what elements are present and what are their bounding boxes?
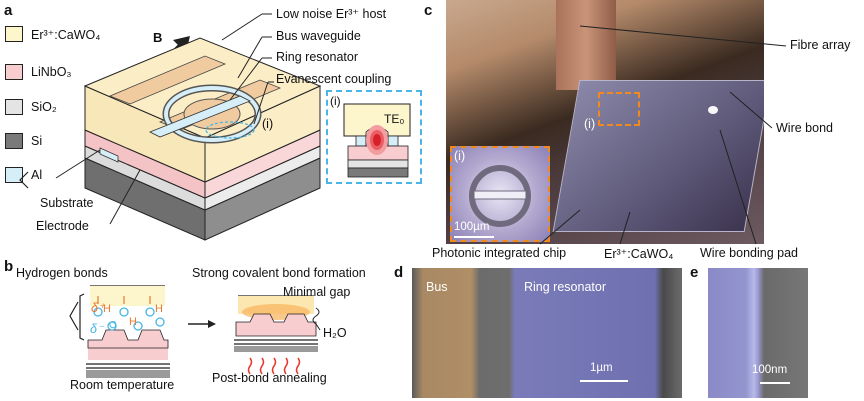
device-photograph [446, 0, 764, 244]
crystal-label: Er³⁺:CaWO₄ [604, 247, 674, 261]
legend-swatch [5, 64, 23, 80]
panel-c-leaders [539, 25, 787, 245]
legend-item-sio2: SiO₂ [5, 97, 57, 117]
legend-item-al: Al [5, 165, 42, 185]
legend-item-linbo3: LiNbO₃ [5, 62, 72, 82]
inset-marker-a: (i) [262, 117, 274, 131]
panel-c-letter: c [424, 2, 433, 19]
scale-bar-d [580, 380, 628, 382]
fibre-array [556, 0, 616, 90]
legend-swatch [5, 26, 23, 42]
panel-b-letter: b [4, 258, 14, 275]
circuit-inset [450, 146, 550, 242]
wire-bond [708, 106, 718, 114]
sem-bus-ring: Bus Ring resonator 1µm [412, 268, 682, 398]
cross-section-inset: (i) TE₀ [326, 90, 422, 184]
sem-sidewall: 100nm [708, 268, 808, 398]
zoom-region [598, 92, 640, 126]
delta-minus-label: δ⁻ [90, 322, 104, 336]
magnetic-field-label: B [153, 30, 163, 45]
wire-bond-label: Wire bond [776, 121, 833, 135]
covalent-bond-label: Strong covalent bond formation [192, 266, 366, 280]
hydrogen-atom-label: H [103, 303, 111, 315]
inset-marker: (i) [330, 94, 341, 108]
hydrogen-bonds-label: Hydrogen bonds [16, 266, 108, 280]
fibre-array-label: Fibre array [790, 38, 851, 52]
post-bond-annealing-label: Post-bond annealing [212, 371, 327, 385]
scale-bar-label-d: 1µm [590, 362, 613, 374]
legend-label: LiNbO₃ [31, 65, 72, 79]
callout-evanescent-coupling: Evanescent coupling [276, 72, 392, 86]
panel-a-letter: a [4, 2, 13, 19]
callout-low-noise-host: Low noise Er³⁺ host [276, 7, 387, 21]
oxygen-atom-label: O [109, 320, 117, 331]
scale-bar-label-e: 100nm [752, 364, 788, 376]
legend-swatch [5, 167, 23, 183]
cross-section-drawing [343, 103, 411, 178]
legend-swatch [5, 133, 23, 149]
callout-bus-waveguide: Bus waveguide [276, 29, 361, 43]
legend-label: Al [31, 168, 43, 182]
delta-plus-label: δ⁺ [91, 301, 105, 315]
ring-micrograph [469, 165, 531, 227]
substrate-label: Substrate [40, 196, 94, 210]
photonic-chip-label: Photonic integrated chip [432, 246, 567, 260]
device-stack-illustration [19, 13, 322, 241]
electrode-label: Electrode [36, 219, 89, 233]
legend-item-er-cawo4: Er³⁺:CaWO₄ [5, 24, 100, 44]
legend-label: SiO₂ [31, 100, 57, 114]
bonding-schematic [69, 285, 321, 378]
legend-item-si: Si [5, 131, 42, 151]
hydrogen-atom-label: H [129, 316, 137, 328]
legend-label: Er³⁺:CaWO₄ [31, 27, 101, 42]
inset-marker-c-zoom: (i) [454, 149, 466, 163]
scale-bar-e [760, 382, 790, 384]
te0-mode-label: TE₀ [384, 112, 405, 126]
panel-e-letter: e [690, 264, 699, 281]
water-label: H₂O [323, 326, 347, 340]
legend-label: Si [31, 134, 43, 148]
scale-bar-c [454, 236, 494, 238]
bus-label: Bus [426, 280, 448, 294]
panel-d-letter: d [394, 264, 404, 281]
room-temperature-label: Room temperature [70, 378, 175, 392]
callout-ring-resonator: Ring resonator [276, 50, 358, 64]
hydrogen-atom-label: H [155, 303, 163, 315]
legend-swatch [5, 99, 23, 115]
inset-marker-c: (i) [584, 117, 596, 131]
wire-bonding-pad-label: Wire bonding pad [700, 246, 798, 260]
ring-resonator-label: Ring resonator [524, 280, 606, 294]
scale-bar-label-c: 100µm [454, 221, 490, 233]
